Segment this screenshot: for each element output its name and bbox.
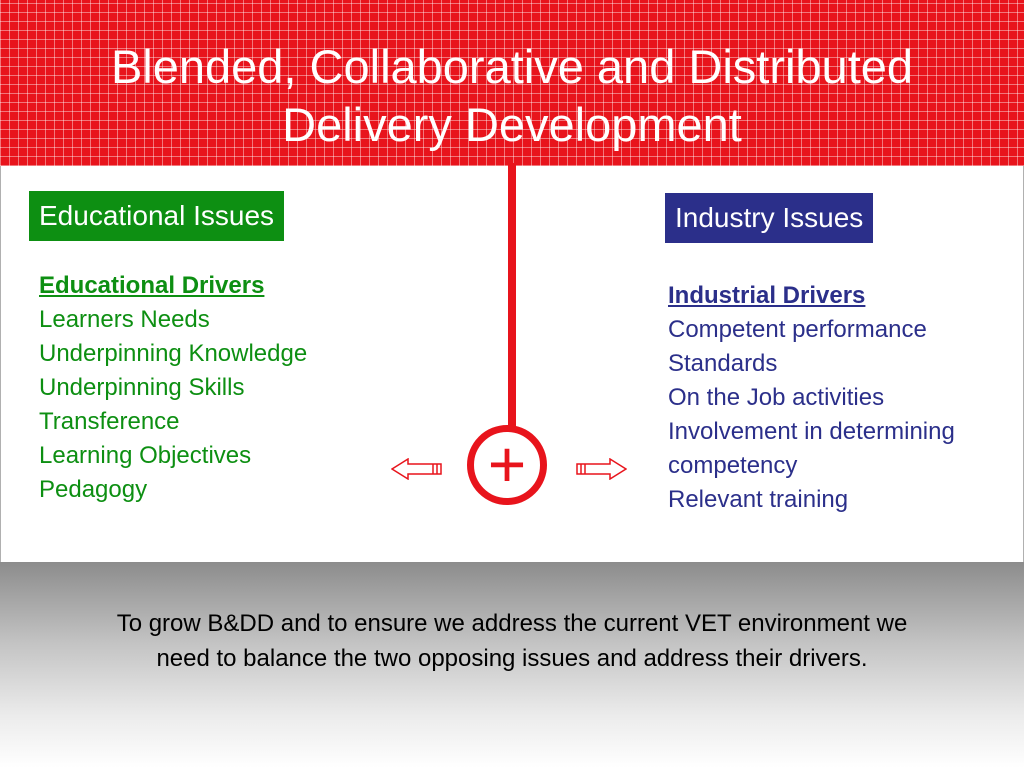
slide-title: Blended, Collaborative and Distributed D…: [0, 38, 1024, 154]
slide-title-line-1: Blended, Collaborative and Distributed: [110, 40, 914, 93]
footer-caption-line-1: To grow B&DD and to ensure we address th…: [116, 610, 908, 637]
industry-issues-badge: Industry Issues: [665, 193, 874, 243]
list-item: Relevant training: [668, 486, 849, 513]
list-item: Competent performance: [668, 316, 927, 343]
list-item: Standards: [668, 350, 778, 377]
footer-band: [0, 562, 1024, 768]
right-arrow-icon: [571, 457, 628, 485]
list-item: Learners Needs: [39, 306, 210, 333]
industrial-drivers-heading: Industrial Drivers: [668, 282, 866, 309]
list-item: On the Job activities: [668, 384, 885, 411]
footer-caption-line-2: need to balance the two opposing issues …: [156, 645, 868, 672]
plus-icon: +: [467, 425, 547, 505]
list-item: Pedagogy: [39, 476, 148, 503]
list-item: Involvement in determining: [668, 418, 955, 445]
list-item: Underpinning Skills: [39, 374, 245, 401]
list-item: competency: [668, 452, 798, 479]
list-item: Underpinning Knowledge: [39, 340, 308, 367]
educational-issues-badge: Educational Issues: [29, 191, 285, 241]
balance-stem: [508, 163, 516, 429]
slide-title-line-2: Delivery Development: [282, 98, 742, 151]
list-item: Learning Objectives: [39, 442, 252, 469]
educational-drivers-heading: Educational Drivers: [39, 272, 265, 299]
industrial-drivers-list: Industrial Drivers Competent performance…: [668, 279, 955, 517]
left-arrow-icon: [390, 457, 447, 485]
footer-caption: To grow B&DD and to ensure we address th…: [20, 606, 1004, 676]
list-item: Transference: [39, 408, 180, 435]
educational-drivers-list: Educational Drivers Learners Needs Under…: [39, 269, 307, 507]
title-banner: [0, 0, 1024, 166]
